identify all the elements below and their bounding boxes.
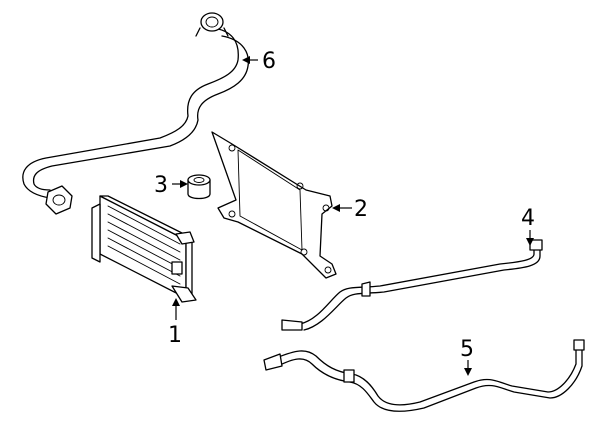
callout-label-6: 6: [262, 49, 276, 74]
part-5-cooler-line: [263, 339, 585, 413]
part-2-bracket: [211, 131, 337, 279]
callout-label-2: 2: [354, 197, 368, 222]
callout-label-4: 4: [521, 206, 535, 231]
callout-3: 3: [154, 173, 188, 198]
part-1-cooler: [91, 195, 197, 303]
part-6-cooler-hose: [22, 12, 250, 215]
callout-2: 2: [332, 197, 368, 222]
callout-4: 4: [521, 206, 535, 246]
callout-label-3: 3: [154, 173, 168, 198]
callout-6: 6: [242, 49, 276, 74]
callout-5: 5: [460, 337, 474, 376]
callout-label-1: 1: [168, 323, 182, 348]
part-4-cooler-line: [281, 239, 543, 331]
part-3-grommet: [187, 174, 211, 200]
callout-label-5: 5: [460, 337, 474, 362]
callout-1: 1: [168, 298, 182, 348]
